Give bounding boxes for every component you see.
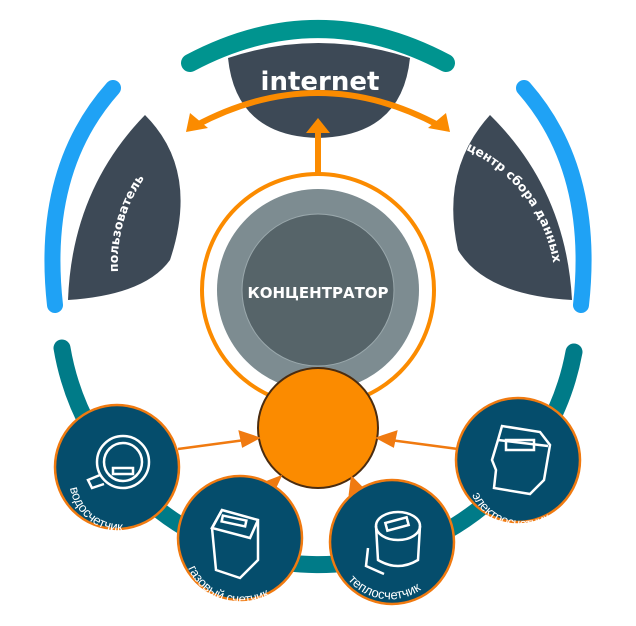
concentrator-label: КОНЦЕНТРАТОР xyxy=(247,284,388,302)
user-arc xyxy=(44,80,121,313)
arrow-head-left xyxy=(186,113,208,132)
internet-bidirectional-arrow xyxy=(193,90,442,129)
device-heat[interactable]: теплосчетчик xyxy=(328,478,456,606)
water-meter-icon xyxy=(86,434,151,490)
arrow-head-up xyxy=(306,118,330,133)
concentrator-node xyxy=(241,213,395,367)
internet-arc xyxy=(181,20,455,72)
data-center-node xyxy=(453,115,572,300)
data-center-arc xyxy=(516,80,592,313)
user-node xyxy=(68,115,181,300)
arrow-head-right xyxy=(428,113,450,132)
gas-meter-icon xyxy=(210,508,260,580)
device-gas[interactable]: газовый счетчик xyxy=(176,474,304,606)
electric-meter-icon xyxy=(490,424,552,496)
device-water[interactable]: водосчетчик xyxy=(53,403,181,534)
heat-meter-icon xyxy=(364,510,422,576)
hub-node xyxy=(257,367,379,489)
